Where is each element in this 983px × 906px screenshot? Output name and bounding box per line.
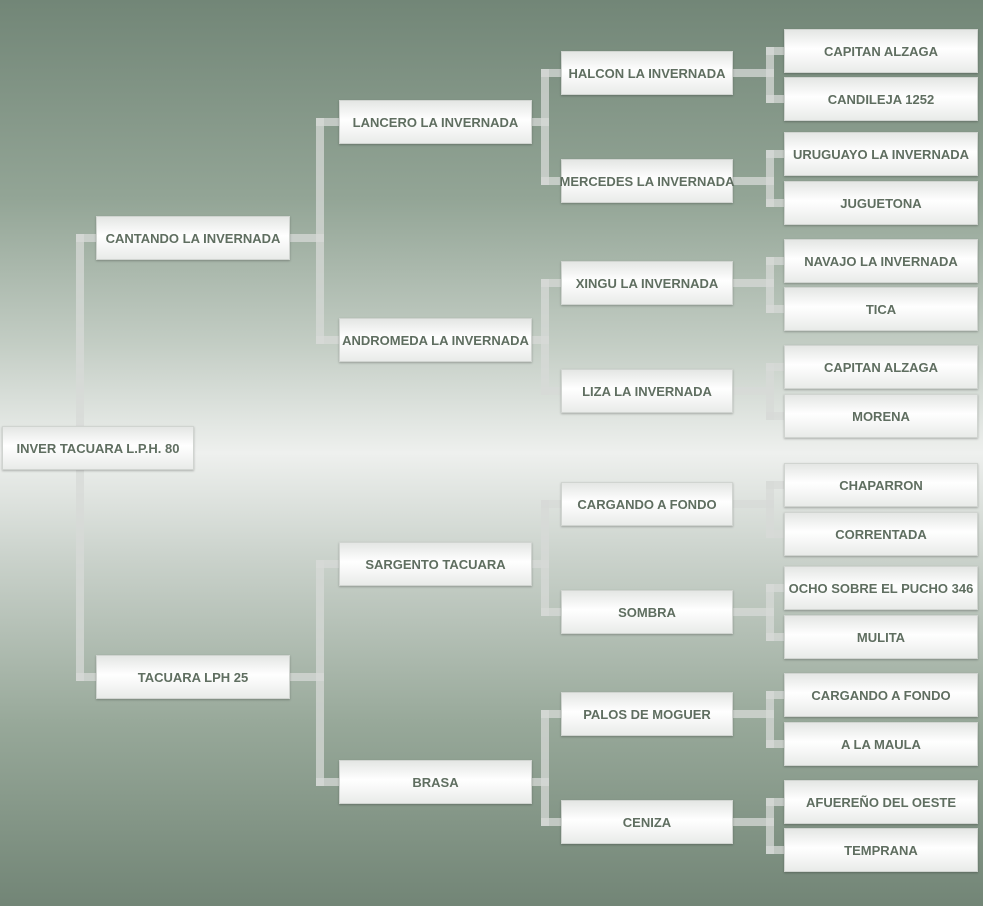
connector-line [541,818,561,826]
connector-line [766,691,784,699]
connector-line [766,412,784,420]
connector-line [766,305,784,313]
connector-line [766,363,784,371]
connector-line [766,481,774,538]
connector-line [766,199,784,207]
connector-line [733,818,774,826]
connector-line [766,798,774,854]
pedigree-node-gen3[interactable]: CENIZA [561,800,733,844]
pedigree-node-gen4[interactable]: MORENA [784,394,978,438]
connector-line [76,673,96,681]
connector-line [733,500,774,508]
pedigree-node-gen4[interactable]: TICA [784,287,978,331]
connector-line [766,481,784,489]
pedigree-node-gen4[interactable]: CANDILEJA 1252 [784,77,978,121]
pedigree-node-gen4[interactable]: CAPITAN ALZAGA [784,29,978,73]
pedigree-node-gen4[interactable]: CARGANDO A FONDO [784,673,978,717]
connector-line [290,673,324,681]
connector-line [766,95,784,103]
connector-line [532,118,549,126]
connector-line [541,69,561,77]
pedigree-node-gen3[interactable]: MERCEDES LA INVERNADA [559,159,735,203]
connector-line [733,69,774,77]
connector-line [541,500,561,508]
pedigree-node-gen3[interactable]: HALCON LA INVERNADA [561,51,733,95]
connector-line [733,279,774,287]
connector-line [766,150,774,207]
connector-line [766,740,784,748]
connector-line [541,177,561,185]
pedigree-node-gen4[interactable]: CAPITAN ALZAGA [784,345,978,389]
connector-line [532,336,549,344]
pedigree-node-gen0[interactable]: INVER TACUARA L.P.H. 80 [2,426,194,470]
pedigree-node-gen1[interactable]: CANTANDO LA INVERNADA [96,216,290,260]
connector-line [532,560,549,568]
connector-line [766,47,774,103]
connector-line [541,710,561,718]
connector-line [766,633,784,641]
pedigree-node-gen4[interactable]: TEMPRANA [784,828,978,872]
pedigree-node-gen3[interactable]: XINGU LA INVERNADA [561,261,733,305]
pedigree-node-gen4[interactable]: MULITA [784,615,978,659]
connector-line [766,257,774,313]
pedigree-node-gen3[interactable]: LIZA LA INVERNADA [561,369,733,413]
pedigree-node-gen4[interactable]: NAVAJO LA INVERNADA [784,239,978,283]
pedigree-node-gen4[interactable]: URUGUAYO LA INVERNADA [784,132,978,176]
connector-line [316,560,339,568]
pedigree-node-gen3[interactable]: SOMBRA [561,590,733,634]
connector-line [290,234,324,242]
connector-line [733,608,774,616]
connector-line [316,118,324,344]
connector-line [76,234,96,242]
pedigree-node-gen1[interactable]: TACUARA LPH 25 [96,655,290,699]
pedigree-node-gen4[interactable]: JUGUETONA [784,181,978,225]
connector-line [541,710,549,826]
connector-line [766,150,784,158]
connector-line [532,778,549,786]
pedigree-node-gen2[interactable]: SARGENTO TACUARA [339,542,532,586]
connector-line [316,778,339,786]
connector-line [316,560,324,786]
pedigree-node-gen2[interactable]: ANDROMEDA LA INVERNADA [339,318,532,362]
connector-line [541,500,549,616]
pedigree-node-gen4[interactable]: A LA MAULA [784,722,978,766]
connector-line [766,530,784,538]
pedigree-node-gen4[interactable]: CHAPARRON [784,463,978,507]
connector-line [766,798,784,806]
pedigree-node-gen3[interactable]: CARGANDO A FONDO [561,482,733,526]
connector-line [766,257,784,265]
connector-line [541,279,549,395]
connector-line [541,279,561,287]
connector-line [316,336,339,344]
connector-line [733,177,774,185]
connector-line [766,584,784,592]
connector-line [733,710,774,718]
pedigree-node-gen4[interactable]: AFUEREÑO DEL OESTE [784,780,978,824]
connector-line [766,363,774,420]
pedigree-node-gen3[interactable]: PALOS DE MOGUER [561,692,733,736]
pedigree-node-gen2[interactable]: LANCERO LA INVERNADA [339,100,532,144]
connector-line [766,584,774,641]
pedigree-node-gen2[interactable]: BRASA [339,760,532,804]
connector-line [766,47,784,55]
connector-line [766,846,784,854]
connector-line [541,608,561,616]
connector-line [766,691,774,748]
pedigree-node-gen4[interactable]: CORRENTADA [784,512,978,556]
connector-line [541,387,561,395]
pedigree-node-gen4[interactable]: OCHO SOBRE EL PUCHO 346 [784,566,978,610]
connector-line [733,387,774,395]
connector-line [316,118,339,126]
connector-line [541,69,549,185]
